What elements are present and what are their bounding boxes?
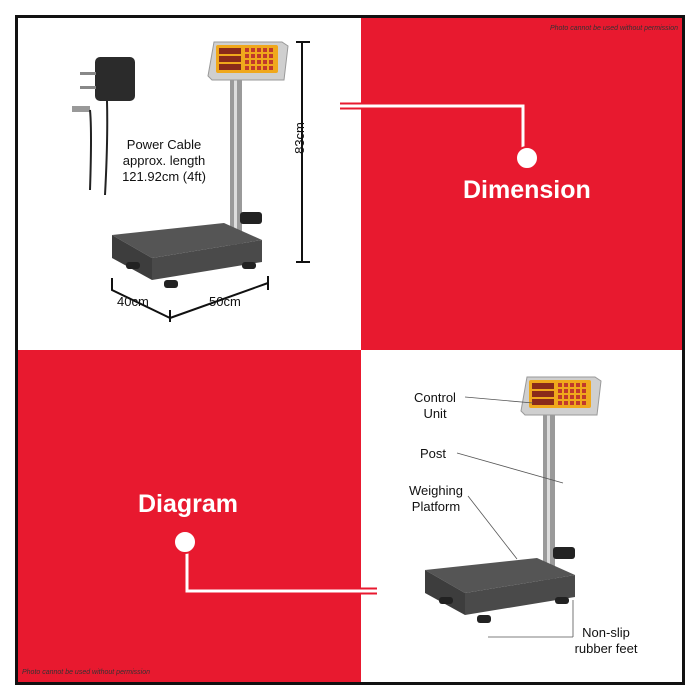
- power-cable-line2: approx. length: [122, 153, 206, 168]
- platform-label: Weighing Platform: [400, 483, 472, 515]
- platform-scale-image: [112, 41, 289, 288]
- dimension-connector: [340, 102, 539, 170]
- feet-line2: rubber feet: [574, 641, 638, 656]
- feet-label: Non-slip rubber feet: [568, 625, 644, 657]
- diagram-title: Diagram: [138, 490, 239, 518]
- power-cable-line1: Power Cable: [126, 137, 202, 152]
- control-unit-line2: Unit: [423, 406, 447, 421]
- dimension-title-panel: [361, 18, 682, 350]
- dimension-panel: [18, 18, 361, 350]
- callout-lines: [456, 396, 574, 638]
- diagram-title-panel: [18, 350, 361, 682]
- permission-notice-bottom: Photo cannot be used without permission: [22, 669, 151, 676]
- height-label: 83cm: [292, 122, 307, 154]
- infographic-frame: [15, 15, 685, 685]
- dimension-lines: [111, 41, 310, 322]
- feet-line1: Non-slip: [582, 625, 630, 640]
- permission-notice-top: Photo cannot be used without permission: [549, 25, 678, 32]
- platform-scale-image-diagram: [425, 376, 602, 623]
- power-cable-line3: 121.92cm (4ft): [122, 169, 206, 184]
- diagram-connector: [173, 530, 377, 595]
- platform-line2: Platform: [411, 499, 461, 514]
- platform-line1: Weighing: [409, 483, 463, 498]
- power-cable-label: Power Cable approx. length 121.92cm (4ft…: [112, 137, 216, 185]
- post-label: Post: [420, 446, 447, 461]
- power-adapter-icon: [72, 57, 135, 196]
- control-unit-line1: Control: [414, 390, 456, 405]
- width-label: 50cm: [209, 294, 241, 309]
- dimension-title: Dimension: [463, 176, 591, 204]
- control-unit-label: Control Unit: [404, 390, 466, 422]
- depth-label: 40cm: [117, 294, 149, 309]
